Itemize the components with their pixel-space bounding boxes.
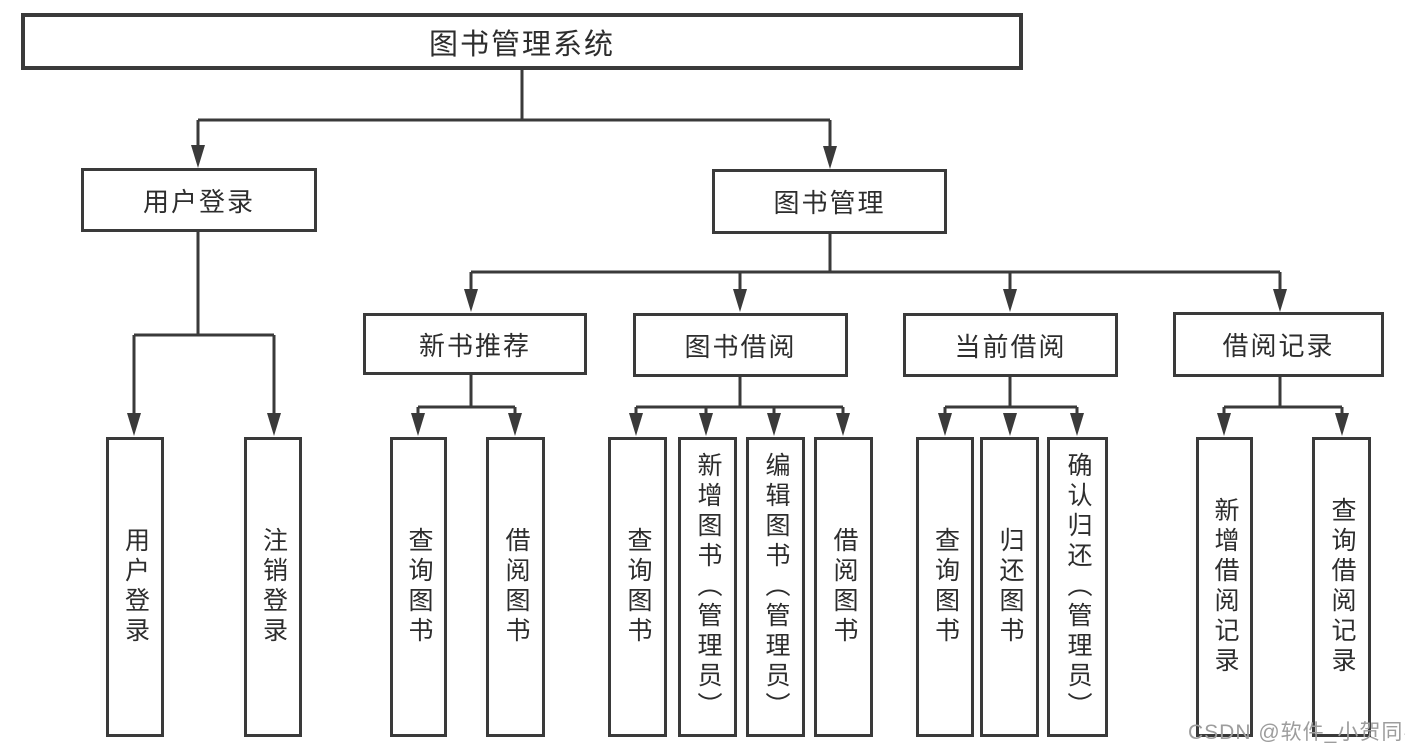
leaf-return-books: 归还图书 (980, 437, 1039, 737)
node-current-borrowing-label: 当前借阅 (954, 331, 1067, 362)
leaf-query-borrow-record-label: 查询借阅记录 (1328, 497, 1356, 677)
node-root-label: 图书管理系统 (428, 28, 615, 61)
arrowheads (127, 145, 1349, 436)
leaf-confirm-return-admin-label: 确认归还（管理员） (1064, 452, 1092, 722)
leaf-borrowing-query-books-label: 查询图书 (624, 527, 652, 647)
leaf-recommend-borrow-books-label: 借阅图书 (502, 527, 530, 647)
leaf-current-query-books-label: 查询图书 (931, 527, 960, 647)
leaf-borrowing-borrow-books: 借阅图书 (814, 437, 873, 737)
csdn-watermark: CSDN @软件_小贺同学 (1188, 721, 1405, 744)
leaf-edit-books-admin: 编辑图书（管理员） (746, 437, 805, 737)
leaf-user-login: 用户登录 (106, 437, 164, 737)
node-new-book-recommend-label: 新书推荐 (418, 330, 531, 361)
node-current-borrowing: 当前借阅 (903, 313, 1118, 377)
leaf-user-login-label: 用户登录 (121, 527, 150, 647)
leaf-add-books-admin-label: 新增图书（管理员） (694, 452, 722, 722)
leaf-edit-books-admin-label: 编辑图书（管理员） (762, 452, 790, 722)
leaf-add-books-admin: 新增图书（管理员） (678, 437, 737, 737)
node-borrowing-records-label: 借阅记录 (1222, 331, 1335, 361)
node-book-borrowing: 图书借阅 (633, 313, 848, 377)
leaf-query-borrow-record: 查询借阅记录 (1312, 437, 1371, 737)
node-user-login-group: 用户登录 (81, 168, 317, 232)
leaf-borrowing-query-books: 查询图书 (608, 437, 667, 737)
leaf-confirm-return-admin: 确认归还（管理员） (1047, 437, 1108, 737)
leaf-logout-label: 注销登录 (259, 527, 288, 647)
node-borrowing-records: 借阅记录 (1173, 312, 1384, 377)
leaf-current-query-books: 查询图书 (916, 437, 974, 737)
connector-lines (132, 70, 1344, 416)
leaf-recommend-query-books: 查询图书 (390, 437, 447, 737)
leaf-add-borrow-record: 新增借阅记录 (1196, 437, 1253, 737)
leaf-add-borrow-record-label: 新增借阅记录 (1211, 497, 1239, 677)
leaf-return-books-label: 归还图书 (996, 527, 1024, 647)
leaf-logout: 注销登录 (244, 437, 302, 737)
node-book-management-label: 图书管理 (773, 188, 886, 218)
node-book-management: 图书管理 (712, 169, 947, 234)
node-user-login-group-label: 用户登录 (142, 186, 255, 217)
node-root-system: 图书管理系统 (21, 13, 1023, 70)
leaf-borrowing-borrow-books-label: 借阅图书 (830, 527, 858, 647)
node-new-book-recommend: 新书推荐 (363, 313, 587, 375)
leaf-recommend-borrow-books: 借阅图书 (486, 437, 545, 737)
leaf-recommend-query-books-label: 查询图书 (405, 527, 433, 647)
node-book-borrowing-label: 图书借阅 (684, 331, 797, 362)
